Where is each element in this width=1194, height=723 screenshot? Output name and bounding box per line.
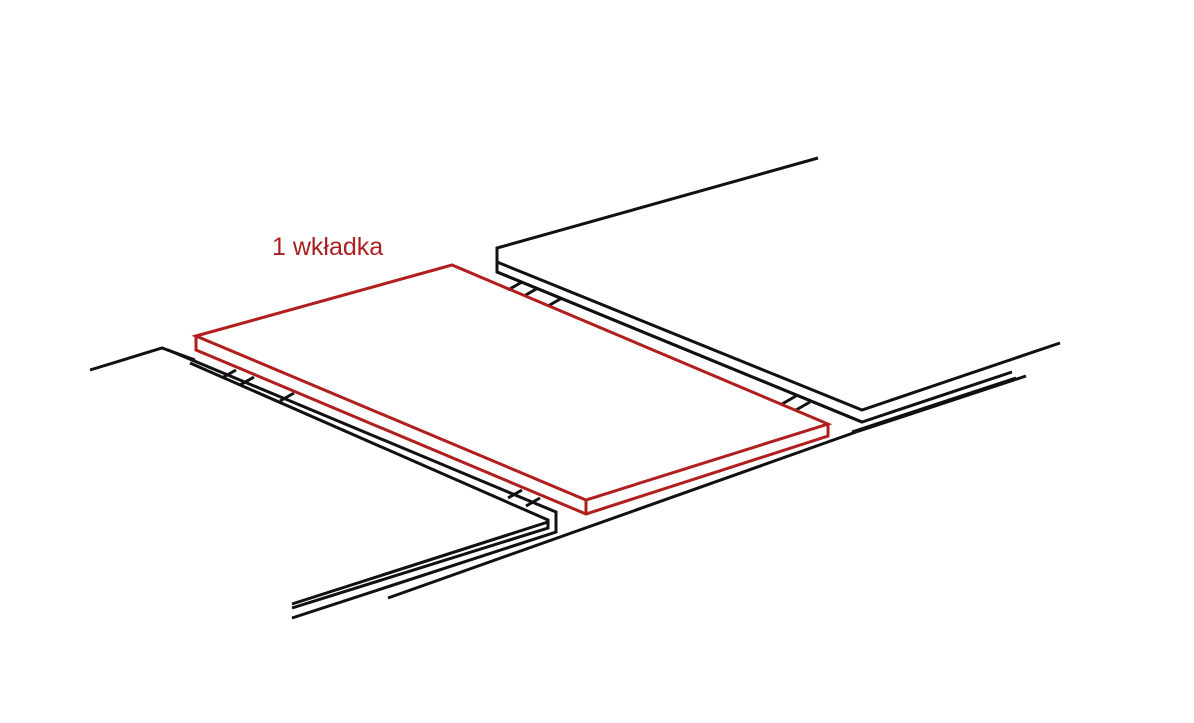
right-rail-mark bbox=[781, 394, 797, 406]
insert-front-thickness bbox=[194, 336, 830, 516]
left-rail-mark bbox=[507, 488, 523, 500]
left-rail-mark bbox=[525, 496, 541, 508]
table-long-front-edge bbox=[387, 430, 857, 600]
insert-leaf bbox=[191, 263, 833, 516]
left-table-half bbox=[89, 346, 558, 620]
left-table-inner-edge-top bbox=[167, 348, 558, 620]
insert-label: 1 wkładka bbox=[272, 233, 383, 261]
left-rail-mark bbox=[221, 368, 237, 380]
right-rail-mark bbox=[795, 400, 811, 412]
insert-top-face bbox=[191, 263, 833, 502]
left-rail-mark bbox=[239, 375, 255, 387]
right-table-inner-edge bbox=[495, 262, 1013, 424]
left-table-inner-edge-bottom bbox=[189, 361, 550, 610]
right-table-side-edge bbox=[496, 270, 863, 424]
right-table-half bbox=[387, 156, 1061, 600]
left-table-front-edge bbox=[291, 520, 549, 606]
left-table-back-edge bbox=[89, 346, 196, 372]
left-rail-mark bbox=[279, 391, 295, 403]
right-rail-mark bbox=[523, 286, 539, 298]
right-rail-mark bbox=[547, 296, 563, 308]
table-long-front-edge-lower bbox=[855, 374, 1027, 434]
right-table-top-surface bbox=[495, 156, 1061, 412]
